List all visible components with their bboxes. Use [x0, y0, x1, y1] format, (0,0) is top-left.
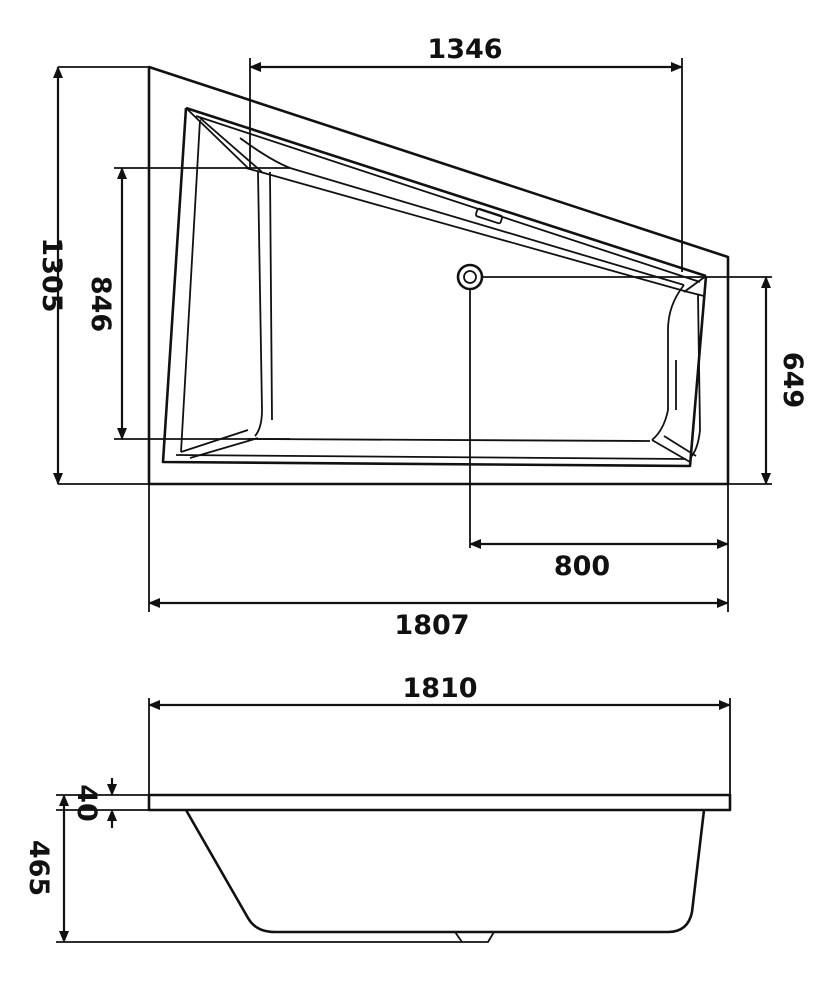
- drain-icon: [456, 263, 484, 291]
- side-view: 1810 40 465: [23, 673, 732, 943]
- tub-body-side: [184, 809, 706, 934]
- dim-label-465: 465: [23, 840, 54, 896]
- overflow-slot: [475, 207, 503, 225]
- basin-inner-contour: [180, 119, 201, 453]
- dim-label-1346: 1346: [427, 34, 502, 65]
- basin-top-edge: [185, 106, 707, 278]
- dim-label-800: 800: [554, 551, 610, 582]
- dim-label-1807: 1807: [394, 610, 469, 641]
- plan-view: 1346 1305 846 649 800 1807: [36, 34, 808, 641]
- dim-label-40: 40: [71, 784, 102, 822]
- dim-label-846: 846: [85, 276, 116, 332]
- dim-label-1810: 1810: [402, 673, 477, 704]
- dim-label-1305: 1305: [36, 237, 67, 312]
- dim-label-649: 649: [777, 352, 808, 408]
- tub-rim-side: [147, 793, 732, 812]
- basin-outer-contour: [161, 107, 708, 468]
